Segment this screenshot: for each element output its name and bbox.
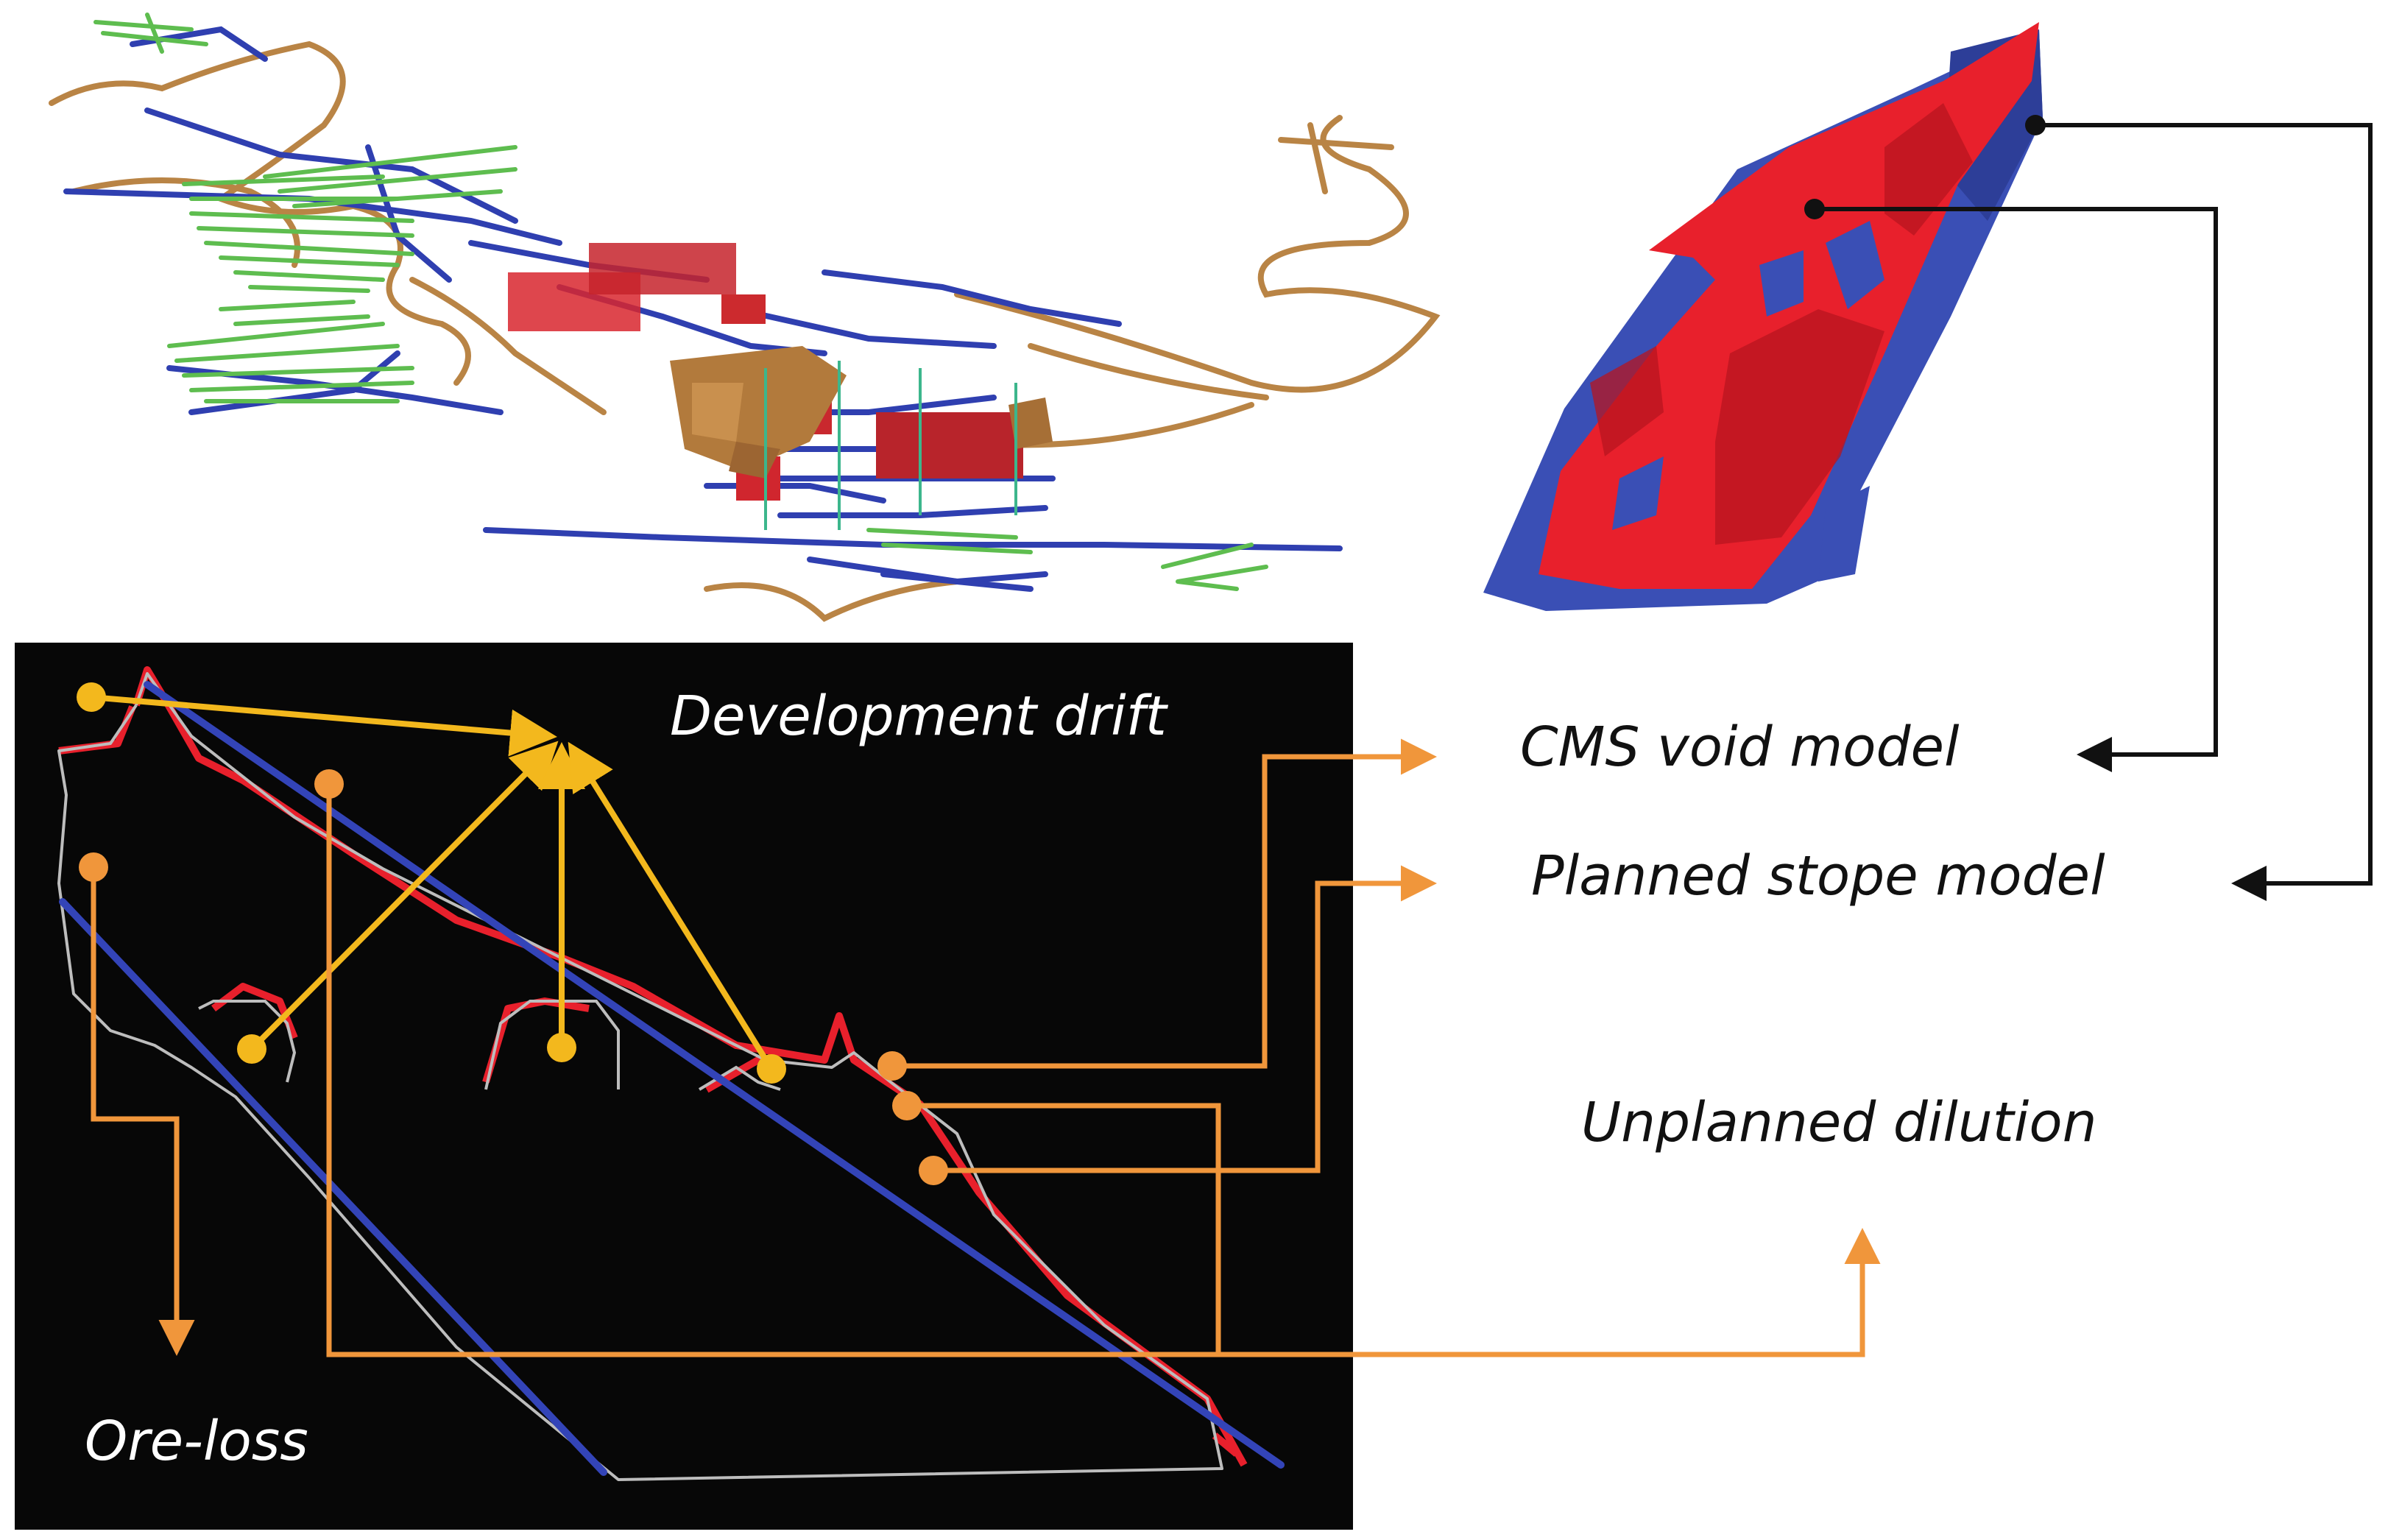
- drift-arrow-2: [250, 741, 559, 1051]
- stope-3d-image: [1483, 22, 2046, 611]
- drift-arrow-4: [568, 741, 774, 1071]
- development-drift-arrows: [91, 694, 774, 1071]
- mine-layout-3d-image: [49, 13, 1441, 622]
- decline-ramps: [49, 40, 1441, 622]
- orange-callout-dots: [79, 769, 948, 1185]
- drift-arch-left: [198, 1000, 297, 1083]
- planned-stope-outline: [59, 681, 1285, 1476]
- dilution-arrow-main: [326, 784, 1881, 1357]
- cms-void-model-label: CMS void model: [1520, 716, 1960, 779]
- orange-callouts: [91, 738, 1881, 1357]
- void-model-arrow: [892, 738, 1437, 1069]
- unplanned-dilution-label: Unplanned dilution: [1581, 1091, 2097, 1154]
- section-outlines: [57, 666, 1285, 1481]
- stope-model-arrow: [933, 865, 1437, 1173]
- ore-loss-arrow: [91, 867, 195, 1356]
- dilution-arrow-branch: [907, 1103, 1221, 1354]
- development-drift-label: Development drift: [670, 685, 1169, 748]
- blue-exposure-patches: [1612, 221, 1884, 582]
- stope-model-connector: [2035, 123, 2373, 901]
- development-drift-dots: [77, 682, 786, 1084]
- section-frame-lines: [764, 361, 1017, 530]
- void-model-connector: [1815, 207, 2218, 772]
- drillhole-fans: [93, 13, 1268, 591]
- scanned-outline: [57, 672, 1223, 1481]
- mined-stopes-3d: [670, 346, 1053, 478]
- ore-loss-label: Ore-loss: [85, 1410, 308, 1473]
- void-shading: [1590, 103, 1973, 545]
- drift-arrow-1: [91, 694, 557, 757]
- planned-stope-model-label: Planned stope model: [1531, 844, 2105, 908]
- section-view-panel: [15, 643, 1353, 1530]
- black-callouts: [1815, 123, 2373, 901]
